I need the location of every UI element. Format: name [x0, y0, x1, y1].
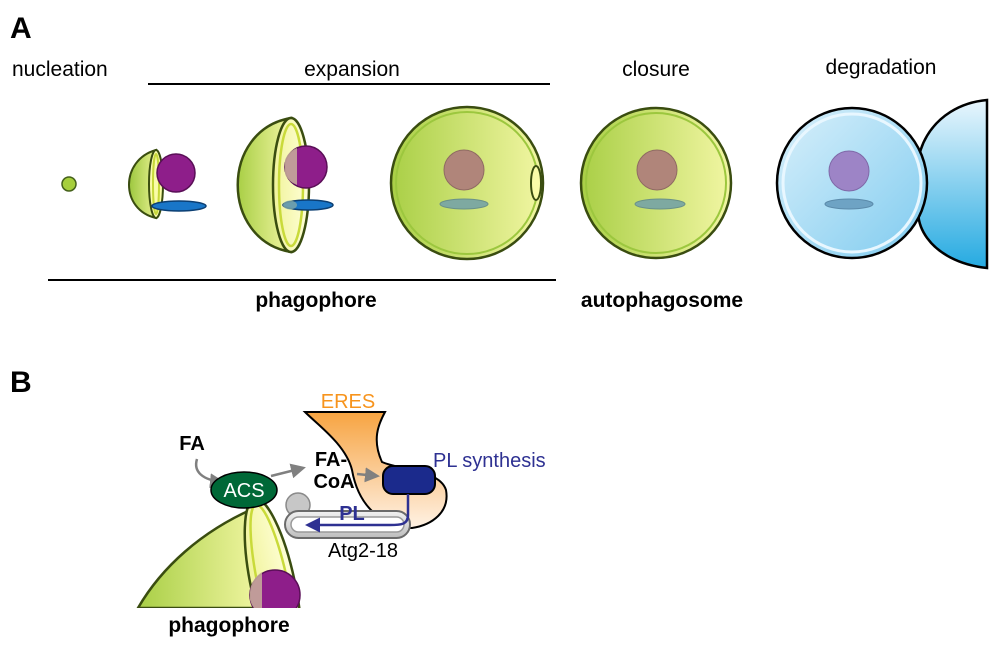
- phagophore-b: [136, 497, 303, 608]
- er-disc: [151, 200, 207, 212]
- vacuole: [916, 98, 989, 270]
- cargo: [636, 149, 678, 191]
- label-fa-coa-line1: FA-: [315, 449, 347, 471]
- cargo: [443, 149, 485, 191]
- acs-enzyme: [210, 471, 278, 509]
- panel-b-letter: B: [10, 366, 32, 399]
- stage-label-closure: closure: [622, 58, 690, 81]
- stage-label-expansion: expansion: [304, 58, 400, 81]
- label-fa-coa-line2: CoA: [313, 471, 354, 493]
- label-fa: FA: [179, 433, 205, 455]
- label-pl: PL: [339, 503, 365, 525]
- pl-transfer-arrow: [305, 494, 410, 533]
- panel-a-letter: A: [10, 12, 32, 45]
- cargo: [156, 153, 196, 193]
- label-phagophore: phagophore: [255, 289, 376, 312]
- acs-to-facoa-arrow: [270, 463, 306, 479]
- label-pl-synthesis: PL synthesis: [433, 450, 546, 472]
- cargo: [828, 150, 870, 192]
- label-phagophore-b: phagophore: [168, 614, 289, 637]
- autophagosome: [579, 106, 733, 260]
- er-disc: [634, 198, 686, 210]
- phagophore-small: [128, 148, 207, 220]
- label-eres: ERES: [321, 391, 375, 413]
- label-autophagosome: autophagosome: [581, 289, 743, 312]
- er-disc: [439, 198, 489, 210]
- pl-synthesis-enzyme: [382, 465, 436, 495]
- nucleation-seed: [61, 176, 77, 192]
- stage-label-degradation: degradation: [826, 56, 937, 79]
- er-disc: [824, 198, 874, 210]
- label-acs: ACS: [223, 480, 264, 502]
- stage-label-nucleation: nucleation: [12, 58, 108, 81]
- label-atg2-18: Atg2-18: [328, 540, 398, 562]
- facoa-to-enzyme-arrow: [356, 467, 380, 483]
- vacuole-fusion: [775, 98, 989, 270]
- phagophore-large: [389, 105, 545, 261]
- phagophore-medium: [236, 116, 334, 254]
